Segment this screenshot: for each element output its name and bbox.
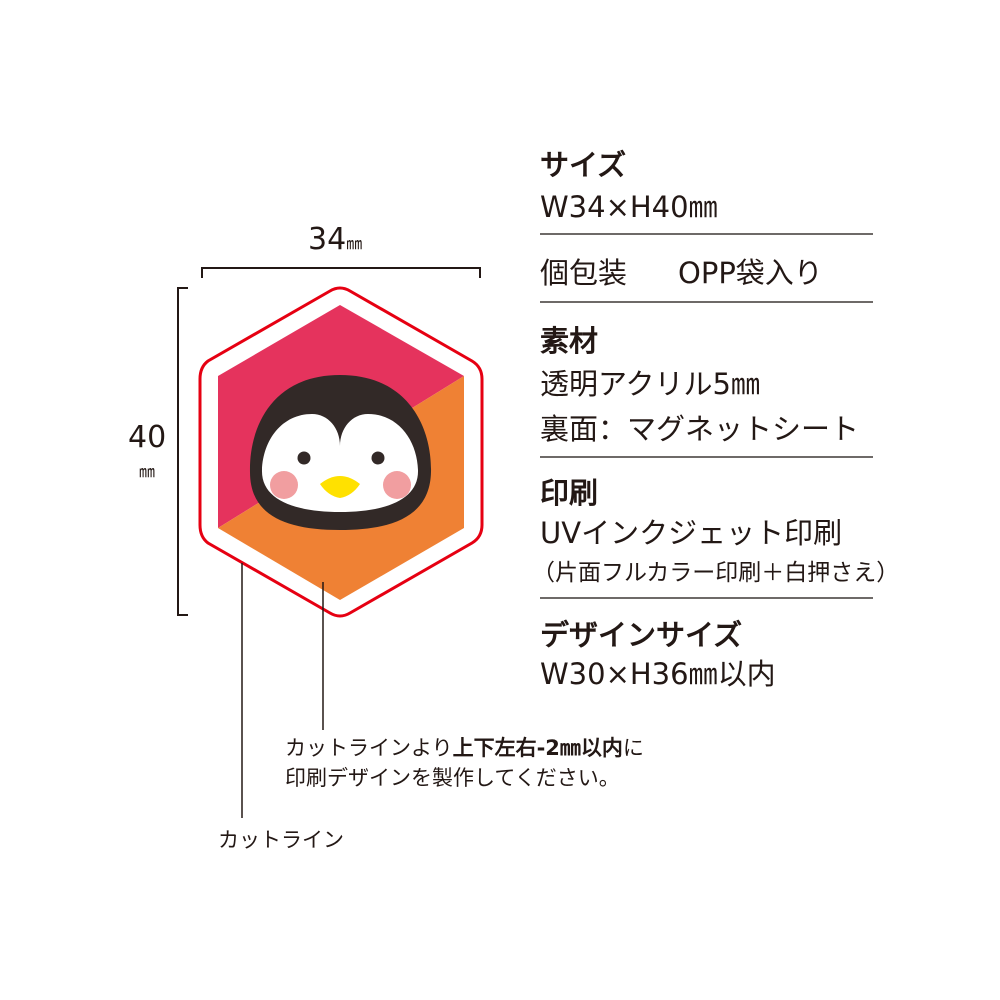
right-cheek <box>383 471 411 499</box>
height-dimension-bracket <box>177 287 188 616</box>
design-size-label: デザインサイズ <box>540 618 743 652</box>
print-value-1: UVインクジェット印刷 <box>540 516 843 550</box>
design-note-pre: カットラインより <box>285 736 453 760</box>
divider <box>540 301 873 303</box>
divider <box>540 456 873 458</box>
design-note-line-1: カットラインより上下左右-2㎜以内に <box>285 732 644 762</box>
height-dimension-unit: ㎜ <box>139 462 156 481</box>
cut-line-label: カットライン <box>218 828 344 852</box>
print-label: 印刷 <box>540 476 599 510</box>
width-unit: ㎜ <box>346 234 363 253</box>
design-note-bold: 上下左右-2㎜以内 <box>452 736 623 760</box>
size-value: W34×H40㎜ <box>540 190 718 224</box>
divider <box>540 597 873 599</box>
width-dimension-label: 34㎜ <box>308 222 362 257</box>
divider <box>540 233 873 235</box>
penguin-face <box>249 375 432 530</box>
height-dimension-value: 40 <box>128 420 167 455</box>
design-size-value: W30×H36㎜以内 <box>540 657 776 691</box>
material-value-1: 透明アクリル5㎜ <box>540 367 761 401</box>
material-label: 素材 <box>540 324 599 358</box>
left-cheek <box>270 471 298 499</box>
right-eye <box>371 451 385 465</box>
print-value-2: （片面フルカラー印刷＋白押さえ） <box>532 560 900 586</box>
design-note-line-2: 印刷デザインを製作してください。 <box>285 766 620 790</box>
width-value: 34 <box>308 222 347 257</box>
size-label: サイズ <box>540 148 627 182</box>
width-dimension-bracket <box>201 267 481 278</box>
left-eye <box>297 451 311 465</box>
beak <box>320 476 360 498</box>
packaging-label: 個包装 <box>540 256 628 290</box>
packaging-value: OPP袋入り <box>678 256 823 290</box>
material-value-2: 裏面：マグネットシート <box>540 412 860 446</box>
design-note-post: に <box>622 736 644 760</box>
